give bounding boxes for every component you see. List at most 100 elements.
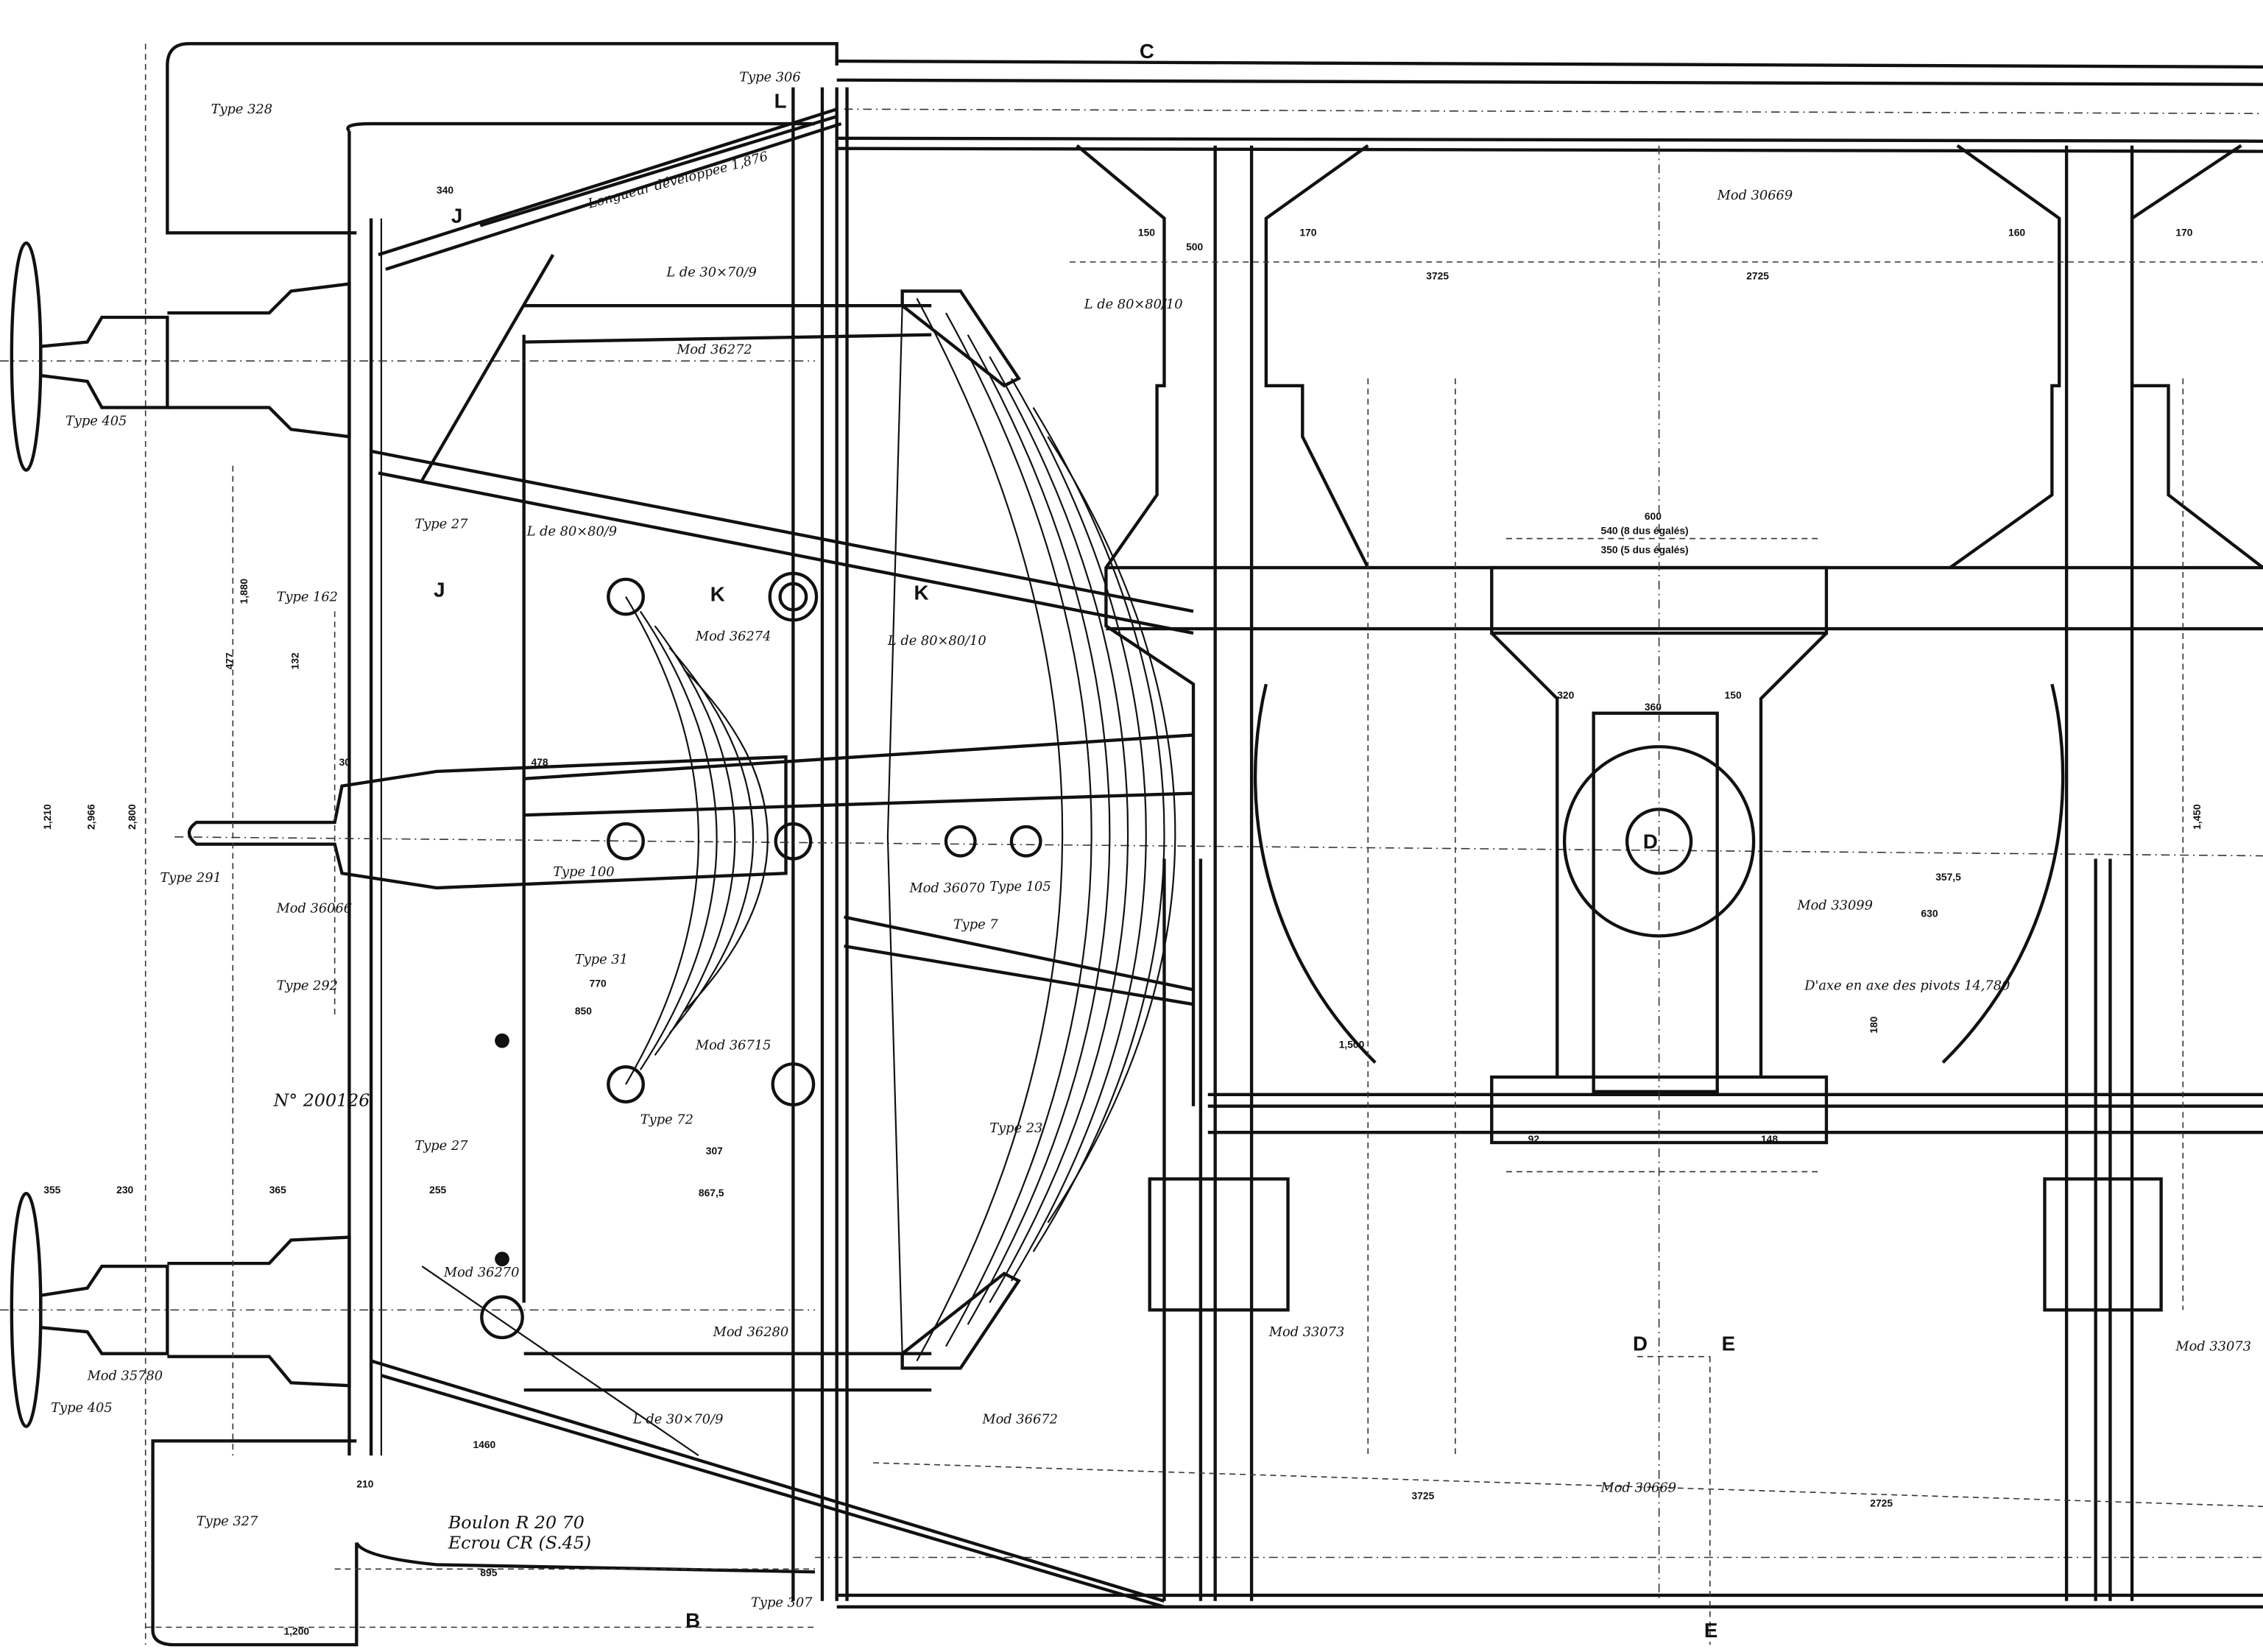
dim-label: 1,200	[283, 1625, 309, 1637]
dim-label: 1,880	[238, 579, 250, 604]
label: Type 292	[277, 978, 338, 993]
dim-label: 2,800	[126, 804, 138, 830]
dim-label: 850	[575, 1005, 592, 1017]
section-letter-b: B	[685, 1609, 700, 1631]
dim-label: 30	[339, 756, 351, 768]
dimension-lines	[144, 43, 2263, 1645]
crossmember-right	[1949, 144, 2263, 1601]
diagonal-braces	[370, 107, 1194, 1609]
dim-label: 500	[1186, 241, 1203, 253]
label: Mod 30669	[1600, 1480, 1677, 1496]
dim-label: 355	[43, 1184, 60, 1196]
section-letter-e-2: E	[1704, 1619, 1717, 1642]
dimension-labels: 340 30 1,210 2,966 2,800 1,880 477 132 4…	[41, 184, 2203, 1637]
label: Mod 30669	[1717, 188, 1793, 203]
dim-label: 150	[1725, 689, 1742, 701]
dim-label: 478	[532, 756, 548, 768]
dim-label: 307	[706, 1145, 723, 1157]
dim-label: 2725	[1746, 270, 1769, 282]
dim-label: 600	[1645, 510, 1662, 522]
dim-label: 1460	[473, 1439, 495, 1450]
label: Mod 36715	[695, 1037, 772, 1053]
label: Mod 35780	[87, 1368, 163, 1383]
label: Type 405	[51, 1400, 112, 1416]
dim-label: 3725	[1412, 1489, 1435, 1501]
dim-label: 1,450	[2191, 804, 2203, 830]
label: Mod 36070	[909, 880, 986, 896]
label: Mod 33073	[2175, 1339, 2251, 1355]
section-letter-j: J	[451, 204, 462, 227]
pivot-distance-note: D'axe en axe des pivots 14,780	[1804, 978, 2010, 993]
label: Type 105	[989, 879, 1051, 894]
dim-label: 170	[1299, 226, 1316, 238]
dim-label: 2725	[1870, 1497, 1893, 1508]
label: Type 328	[211, 102, 272, 117]
left-leaf-spring	[607, 577, 769, 1104]
label: Mod 36270	[443, 1265, 520, 1280]
label: Mod 36280	[713, 1324, 789, 1340]
top-bumper-plate	[166, 42, 839, 235]
angle-note: L de 30×70/9	[666, 265, 756, 280]
part-labels: Type 306 Type 328 Type 405 Type 405 Type…	[51, 70, 2251, 1611]
dim-label: 160	[2008, 226, 2025, 238]
dim-label: 180	[1868, 1016, 1879, 1033]
angle-note: L de 80×80/9	[526, 524, 617, 540]
dim-label: 350 (5 dus égalés)	[1601, 543, 1689, 555]
label: Type 306	[739, 70, 800, 85]
bottom-frame-rail	[815, 1556, 2263, 1609]
dim-label: 170	[2175, 226, 2192, 238]
drawing-number: N° 200126	[273, 1090, 370, 1111]
label: Mod 33073	[1268, 1324, 1345, 1340]
dim-label: 365	[269, 1184, 286, 1196]
dim-label: 867,5	[699, 1187, 724, 1199]
bolt-note: Boulon R 20 70	[448, 1512, 585, 1533]
section-letter-l: L	[774, 89, 787, 112]
angle-note: L de 80×80/10	[1084, 297, 1183, 312]
dim-label: 148	[1761, 1133, 1778, 1145]
dim-label: 357,5	[1935, 871, 1961, 883]
center-letter-d: D	[1643, 830, 1658, 853]
dim-label: 1,500	[1339, 1039, 1365, 1051]
label: Type 291	[160, 870, 221, 886]
dim-label: 1,210	[41, 804, 53, 830]
dim-label: 477	[223, 652, 235, 669]
section-letter-e: E	[1722, 1332, 1735, 1355]
center-axle	[174, 755, 2263, 890]
dim-label: 132	[289, 652, 300, 669]
label: Mod 33099	[1796, 898, 1873, 914]
dim-label: 320	[1557, 689, 1574, 701]
label: Type 7	[953, 917, 998, 932]
pivots	[480, 571, 1042, 1340]
dim-label: 150	[1138, 226, 1155, 238]
top-frame-rail	[836, 59, 2263, 153]
dim-label: 540 (8 dus égalés)	[1601, 525, 1689, 537]
dim-label: 360	[1645, 701, 1662, 713]
label: Type 27	[414, 517, 468, 532]
section-letter-j-2: J	[434, 579, 445, 601]
dim-label: 210	[356, 1478, 373, 1490]
nut-note: Ecrou CR (S.45)	[448, 1533, 591, 1553]
dim-label: 895	[480, 1567, 497, 1578]
angle-note: L de 30×70/9	[632, 1412, 723, 1427]
label: Type 327	[197, 1514, 258, 1529]
section-letter-k: K	[710, 583, 725, 606]
label: Type 405	[66, 413, 127, 428]
section-letter-c: C	[1140, 40, 1154, 63]
label: Type 72	[640, 1112, 693, 1127]
dim-label: 630	[1921, 908, 1938, 919]
dim-label: 3725	[1426, 270, 1449, 282]
crossmember-left	[1076, 144, 1370, 1601]
dim-label: 255	[429, 1184, 446, 1196]
dim-label: 2,966	[85, 804, 96, 830]
front-buffer-beam	[346, 87, 849, 1601]
section-letter-d: D	[1633, 1332, 1648, 1355]
dim-label: 340	[437, 184, 453, 196]
label: Type 162	[277, 590, 338, 605]
bottom-bumper-plate	[151, 1439, 816, 1647]
dim-label: 230	[116, 1184, 133, 1196]
label: Type 27	[414, 1138, 468, 1154]
section-letter-k-2: K	[914, 582, 928, 604]
label: Type 100	[553, 864, 614, 880]
angle-note: L de 80×80/10	[887, 633, 986, 649]
